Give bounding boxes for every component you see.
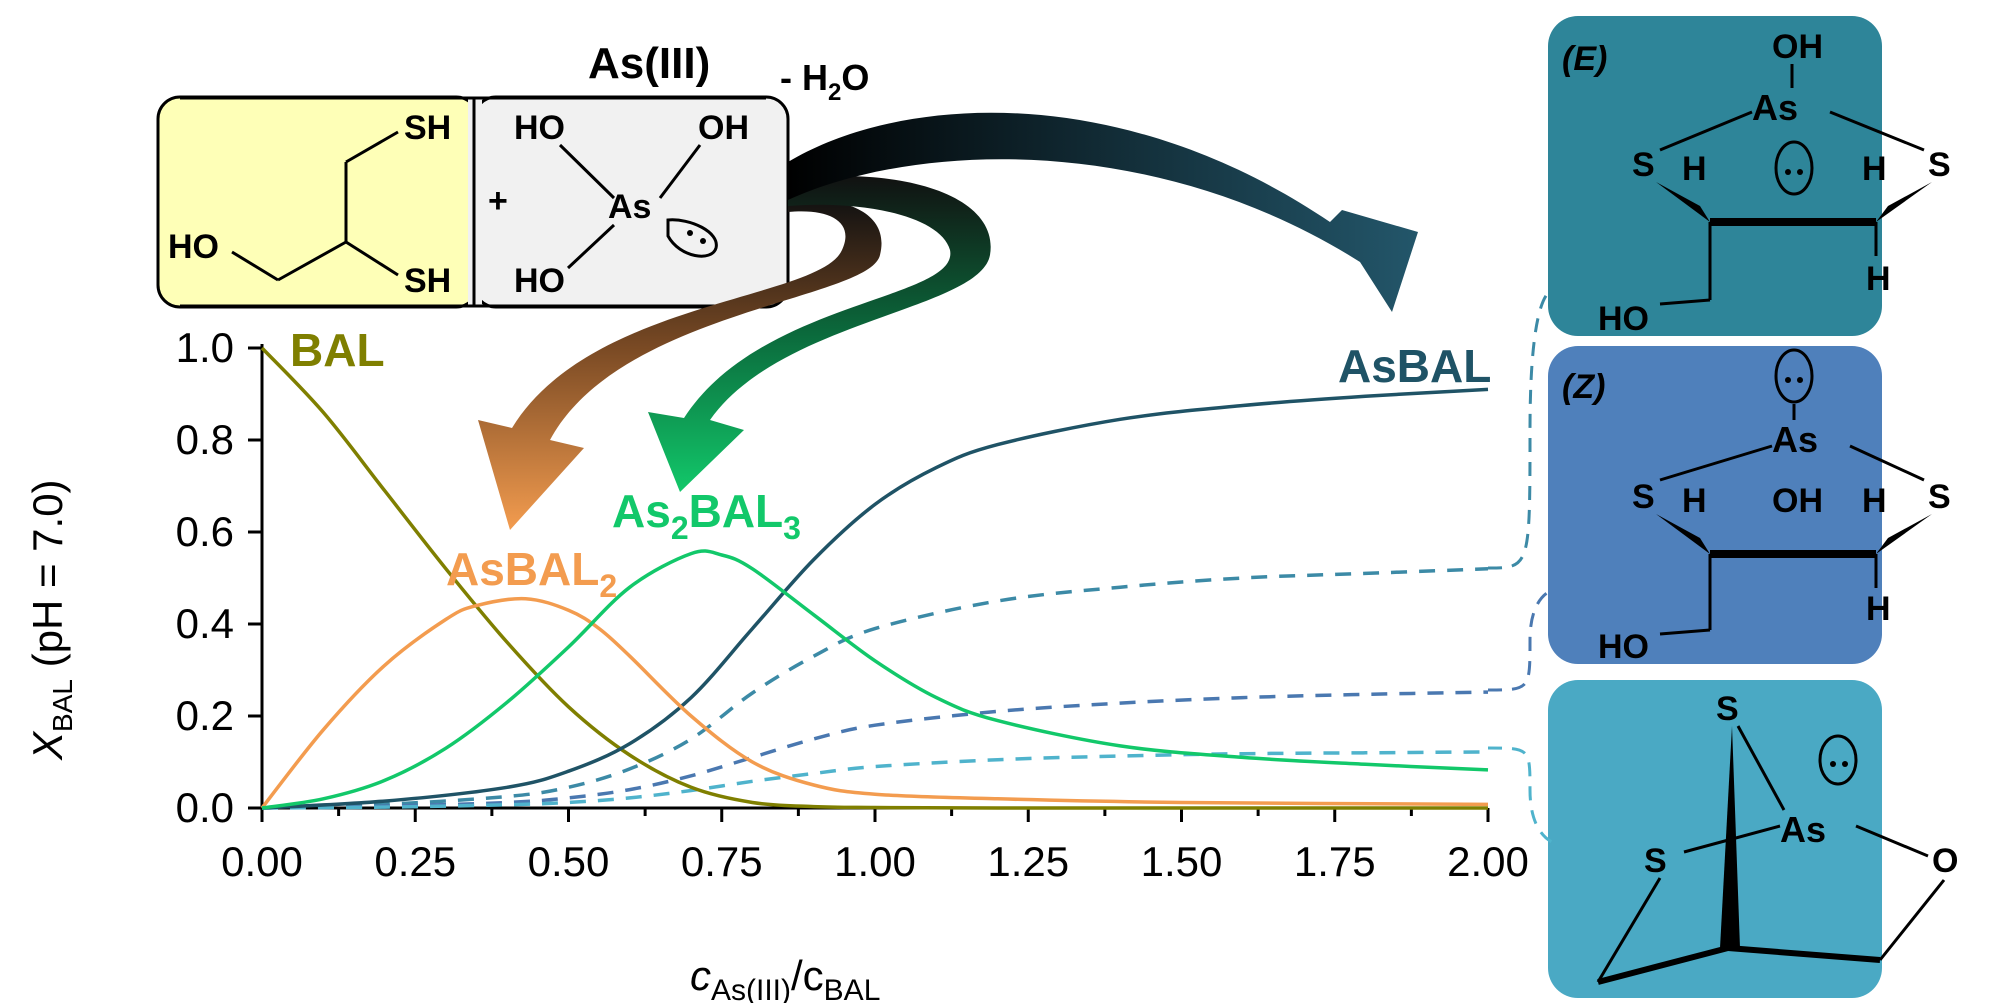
z-h2: H [1862,482,1887,520]
as-iii-label: As(III) [588,39,710,88]
panel-e-isomer: (E) OH As S S H H H HO [1548,16,1951,338]
series-line-z [261,690,1489,810]
z-s2: S [1928,478,1951,516]
water-loss-label: - H2O [780,57,869,106]
z-as: As [1772,419,1818,460]
panel-bicyclic-isomer: S As S O [1548,680,1958,998]
label-as2bal3: As2BAL3 [612,485,801,546]
e-as: As [1752,87,1798,128]
x-tick-label: 2.00 [1447,838,1529,885]
series-line-asbal [261,387,1489,810]
panel-z-box [1548,346,1882,664]
z-s1: S [1632,478,1655,516]
bal-sh-top: SH [404,109,451,147]
x-tick-label: 0.00 [221,838,303,885]
x-tick-label: 1.75 [1294,838,1376,885]
y-tick-label: 0.6 [176,508,234,555]
z-ho: HO [1598,628,1649,666]
bal-sh-bottom: SH [404,262,451,300]
label-asbal2: AsBAL2 [446,543,617,604]
y-tick-label: 0.4 [176,600,234,647]
x-tick-label: 1.25 [987,838,1069,885]
z-h1: H [1682,482,1707,520]
connector-bicyclic [1487,746,1553,844]
e-h3: H [1866,260,1891,298]
bal-ho: HO [168,228,219,266]
y-tick-label: 1.0 [176,324,234,371]
arsenous-acid-molecule [558,143,718,270]
chart: 0.00 0.25 0.50 0.75 1.00 1.25 1.50 1.75 2.00 0.0 0… [24,324,1529,1003]
series-line-asbal2 [260,596,1489,810]
series-labels: BAL AsBAL AsBAL2 As2BAL3 [290,324,1491,604]
series-line-as2bal3 [261,549,1489,810]
x-tick-label: 0.50 [528,838,610,885]
series-line-e [261,567,1489,810]
panel-z-label: (Z) [1562,368,1605,406]
as-center: As [608,188,651,226]
x-tick-label: 1.50 [1141,838,1223,885]
z-h3: H [1866,590,1891,628]
bi-s-top: S [1716,690,1739,728]
x-axis-label: cAs(III)/cBAL [690,952,880,1003]
e-oh: OH [1772,28,1823,66]
e-s2: S [1928,146,1951,184]
e-h2: H [1862,150,1887,188]
bi-s-left: S [1644,842,1667,880]
connector-e [1487,288,1553,570]
e-h1: H [1682,150,1707,188]
arrow-to-as2bal3 [648,176,991,492]
series-line-bicyclic [261,750,1489,810]
as-ho-top: HO [514,109,565,147]
series-layer [260,346,1489,810]
arrow-to-asbal2 [478,199,882,530]
panel-e-box [1548,16,1882,336]
y-tick-label: 0.2 [176,692,234,739]
panel-z-isomer: (Z) As OH S S H H H HO [1548,346,1951,666]
arrow-to-asbal [788,112,1418,312]
y-tick-label: 0.8 [176,416,234,463]
plus-sign: + [488,182,508,220]
connector-z [1487,588,1553,692]
bi-as: As [1780,809,1826,850]
x-tick-label: 0.75 [681,838,763,885]
y-axis-label: XBAL (pH = 7.0) [24,479,78,761]
structure-panels: (E) OH As S S H H H HO [1487,16,1958,998]
series-line-bal [260,346,1488,810]
panel-bicyclic-box [1548,680,1882,998]
panel-e-label: (E) [1562,40,1607,78]
e-ho: HO [1598,300,1649,338]
e-s1: S [1632,146,1655,184]
as-ho-bottom: HO [514,262,565,300]
z-oh: OH [1772,482,1823,520]
bal-molecule [231,130,399,282]
as-oh-top: OH [698,109,749,147]
label-asbal: AsBAL [1338,340,1491,392]
axes: 0.00 0.25 0.50 0.75 1.00 1.25 1.50 1.75 2.00 0.0 0… [176,324,1529,885]
x-tick-label: 1.00 [834,838,916,885]
reaction-scheme: SH SH HO HO OH As HO + As(III) - H2O [156,39,1418,530]
bi-o: O [1932,842,1958,880]
label-bal: BAL [290,324,385,376]
x-tick-label: 0.25 [374,838,456,885]
y-tick-label: 0.0 [176,784,234,831]
